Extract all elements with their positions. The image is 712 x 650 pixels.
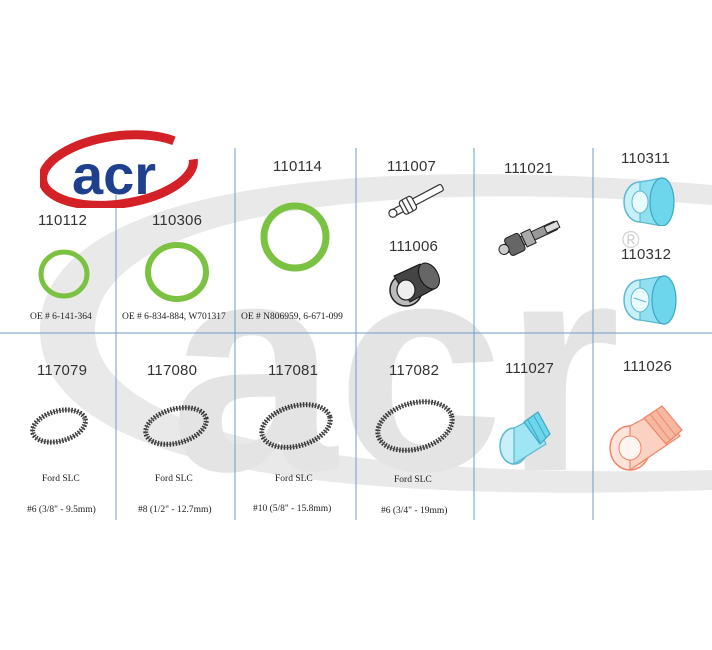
gasket-icon	[375, 399, 455, 453]
part-size-117079: #6 (3/8" - 9.5mm)	[27, 505, 96, 515]
valve-cap-icon	[389, 262, 440, 307]
part-number-117080: 117080	[147, 362, 198, 379]
cyan-cap-icon	[623, 275, 677, 325]
part-note-110112: OE # 6-141-364	[30, 312, 92, 322]
o-ring-icon	[260, 202, 330, 272]
o-ring-icon	[145, 242, 209, 302]
part-size-117080: #8 (1/2" - 12.7mm)	[138, 505, 212, 515]
part-number-117081: 117081	[268, 362, 319, 379]
cyan-cap-icon	[499, 411, 551, 466]
gasket-icon	[259, 402, 333, 450]
valve-core-icon	[388, 183, 444, 218]
part-number-110311: 110311	[621, 150, 671, 167]
part-note-110114: OE # N806959, 6-671-099	[241, 312, 343, 322]
part-number-110312: 110312	[621, 246, 672, 263]
part-size-117082: #6 (3/4" - 19mm)	[381, 506, 448, 516]
part-number-110306: 110306	[152, 212, 203, 229]
part-note-117079: Ford SLC	[42, 474, 80, 484]
gasket-icon	[143, 405, 209, 447]
part-number-111006: 111006	[389, 238, 439, 255]
acr-logo: acr	[40, 130, 198, 208]
registered-mark: ®	[622, 227, 640, 254]
part-note-117082: Ford SLC	[394, 475, 432, 485]
part-number-110114: 110114	[273, 158, 323, 175]
part-number-117079: 117079	[37, 362, 88, 379]
part-number-111027: 111027	[505, 360, 555, 377]
part-number-111021: 111021	[504, 160, 554, 177]
part-note-117080: Ford SLC	[155, 474, 193, 484]
part-number-111007: 111007	[387, 158, 437, 175]
logo-text: acr	[72, 143, 156, 206]
gasket-icon	[30, 407, 88, 445]
o-ring-icon	[38, 249, 90, 299]
watermark-text: acr	[170, 198, 620, 534]
valve-core-icon	[498, 220, 561, 256]
orange-cap-icon	[609, 405, 683, 472]
part-note-117081: Ford SLC	[275, 474, 313, 484]
part-size-117081: #10 (5/8" - 15.8mm)	[253, 504, 332, 514]
part-number-110112: 110112	[38, 212, 88, 229]
cyan-cap-icon	[623, 177, 675, 226]
part-number-111026: 111026	[623, 358, 673, 375]
part-number-117082: 117082	[389, 362, 440, 379]
part-note-110306: OE # 6-834-884, W701317	[122, 312, 226, 322]
